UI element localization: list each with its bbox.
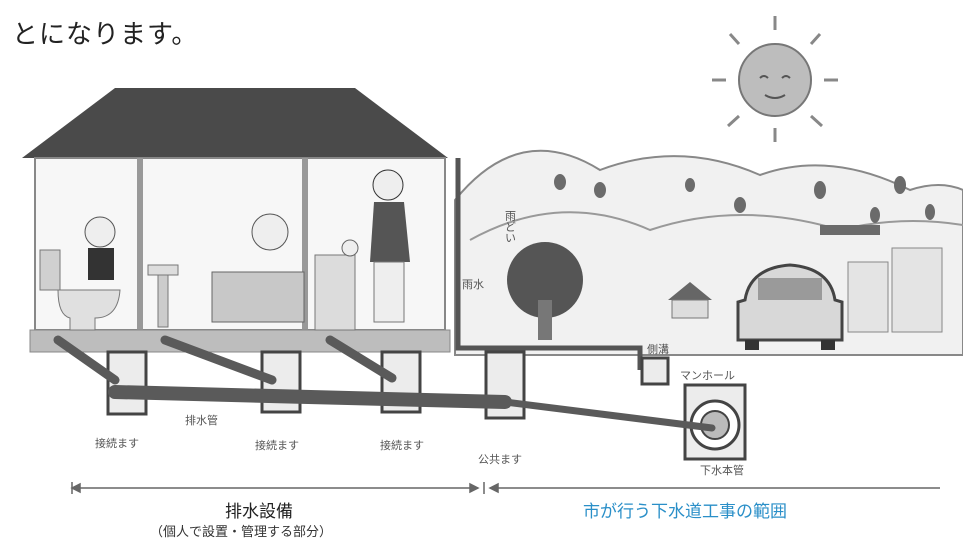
bathtub-icon — [211, 213, 305, 323]
tree-icon — [507, 242, 583, 340]
drain-pipe — [53, 335, 716, 432]
boy-figure — [84, 216, 116, 280]
page-heading: とになります。 — [12, 20, 199, 50]
side-ditch — [640, 356, 670, 386]
label-side-ditch: 側溝 — [647, 343, 669, 356]
label-connect-box-2: 接続ます — [255, 438, 299, 452]
label-drain-roof: 雨どい — [504, 210, 517, 243]
connect-box-group — [106, 350, 670, 420]
range-dimension-line — [70, 482, 940, 494]
car-icon — [736, 263, 844, 350]
label-rain-gutter: 雨水 — [462, 278, 484, 291]
range-title-city: 市が行う下水道工事の範囲 — [583, 502, 787, 522]
small-house-icon — [668, 282, 712, 319]
woman-figure — [370, 169, 410, 323]
rain-gutter — [455, 158, 643, 370]
label-connect-box-3: 接続ます — [380, 438, 424, 452]
manhole — [683, 383, 747, 461]
label-connect-box-1: 接続ます — [95, 436, 139, 450]
label-public-box: 公共ます — [478, 453, 522, 466]
range-note-drainage: （個人で設置・管理する部分） — [150, 525, 333, 540]
buildings — [847, 247, 943, 333]
range-title-drainage: 排水設備 — [225, 502, 293, 522]
label-manhole: マンホール — [680, 369, 735, 382]
label-drain-pipe: 排水管 — [185, 413, 218, 427]
sun-icon — [712, 16, 838, 142]
toilet-icon — [39, 249, 121, 331]
washbasin-icon — [147, 264, 179, 328]
kitchen-sink-icon — [314, 239, 359, 331]
label-main-sewer: 下水本管 — [700, 463, 744, 477]
